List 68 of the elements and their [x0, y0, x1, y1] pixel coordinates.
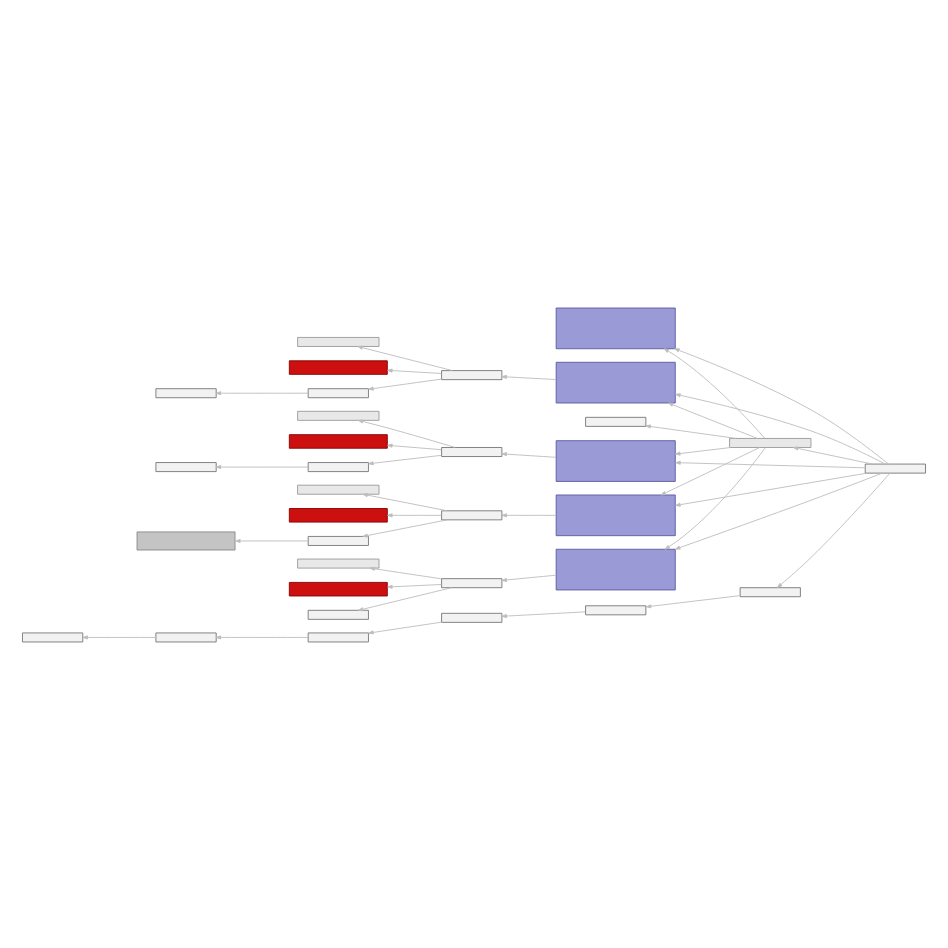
arrow [501, 373, 557, 379]
node-box [288, 433, 388, 448]
arrow [674, 471, 883, 549]
arrow [215, 634, 309, 639]
arrow [387, 583, 442, 588]
node-box [297, 483, 380, 494]
arrow [357, 344, 453, 371]
arrow [235, 537, 309, 542]
arrow [362, 492, 448, 511]
arrow [501, 512, 557, 517]
node-box [288, 580, 388, 596]
node-box [585, 415, 647, 426]
arrow [358, 586, 452, 611]
arrow [368, 377, 442, 390]
arrow [362, 518, 448, 537]
arrow [215, 464, 309, 469]
arrow [660, 446, 760, 495]
node-box [307, 535, 369, 545]
node-box [864, 462, 926, 473]
arrow [675, 459, 866, 468]
arrow [674, 347, 889, 464]
arrow [501, 451, 557, 457]
node-box [307, 387, 369, 398]
node-box [739, 586, 801, 597]
arrow [387, 367, 442, 373]
arrow [645, 423, 737, 438]
node-box [555, 306, 676, 349]
node-box [441, 611, 503, 622]
arrow [387, 512, 442, 517]
node-box [288, 359, 388, 374]
arrow [501, 610, 586, 618]
arrow [792, 445, 873, 464]
arrow [501, 573, 557, 581]
arrow [675, 446, 731, 455]
arrow [215, 390, 309, 395]
node-box [307, 461, 369, 472]
arrow [667, 401, 758, 438]
arrow [368, 620, 442, 634]
node-box [441, 509, 503, 520]
arrow [368, 453, 442, 465]
node-box [297, 409, 380, 420]
node-box [555, 360, 676, 403]
node-box [441, 446, 503, 456]
node-box [585, 604, 647, 615]
node-box [555, 547, 676, 590]
node-box [441, 577, 503, 588]
arrow [675, 392, 886, 464]
node-box [155, 387, 217, 398]
node-box [136, 530, 236, 550]
node-box [307, 631, 369, 642]
node-box [288, 507, 388, 522]
node-box [555, 439, 676, 481]
arrow [357, 418, 456, 447]
arrow [387, 442, 442, 450]
arrow [82, 634, 157, 639]
arrow [369, 565, 442, 579]
node-box [155, 631, 217, 642]
arrow [645, 594, 740, 608]
node-box [441, 369, 503, 380]
node-box [22, 631, 84, 642]
arrow [663, 347, 765, 438]
node-box [555, 493, 676, 536]
node-box [729, 437, 812, 447]
arrow [777, 472, 890, 587]
node-box [155, 461, 217, 472]
arrow [675, 471, 868, 506]
node-box [297, 336, 380, 346]
arrow [664, 446, 766, 549]
